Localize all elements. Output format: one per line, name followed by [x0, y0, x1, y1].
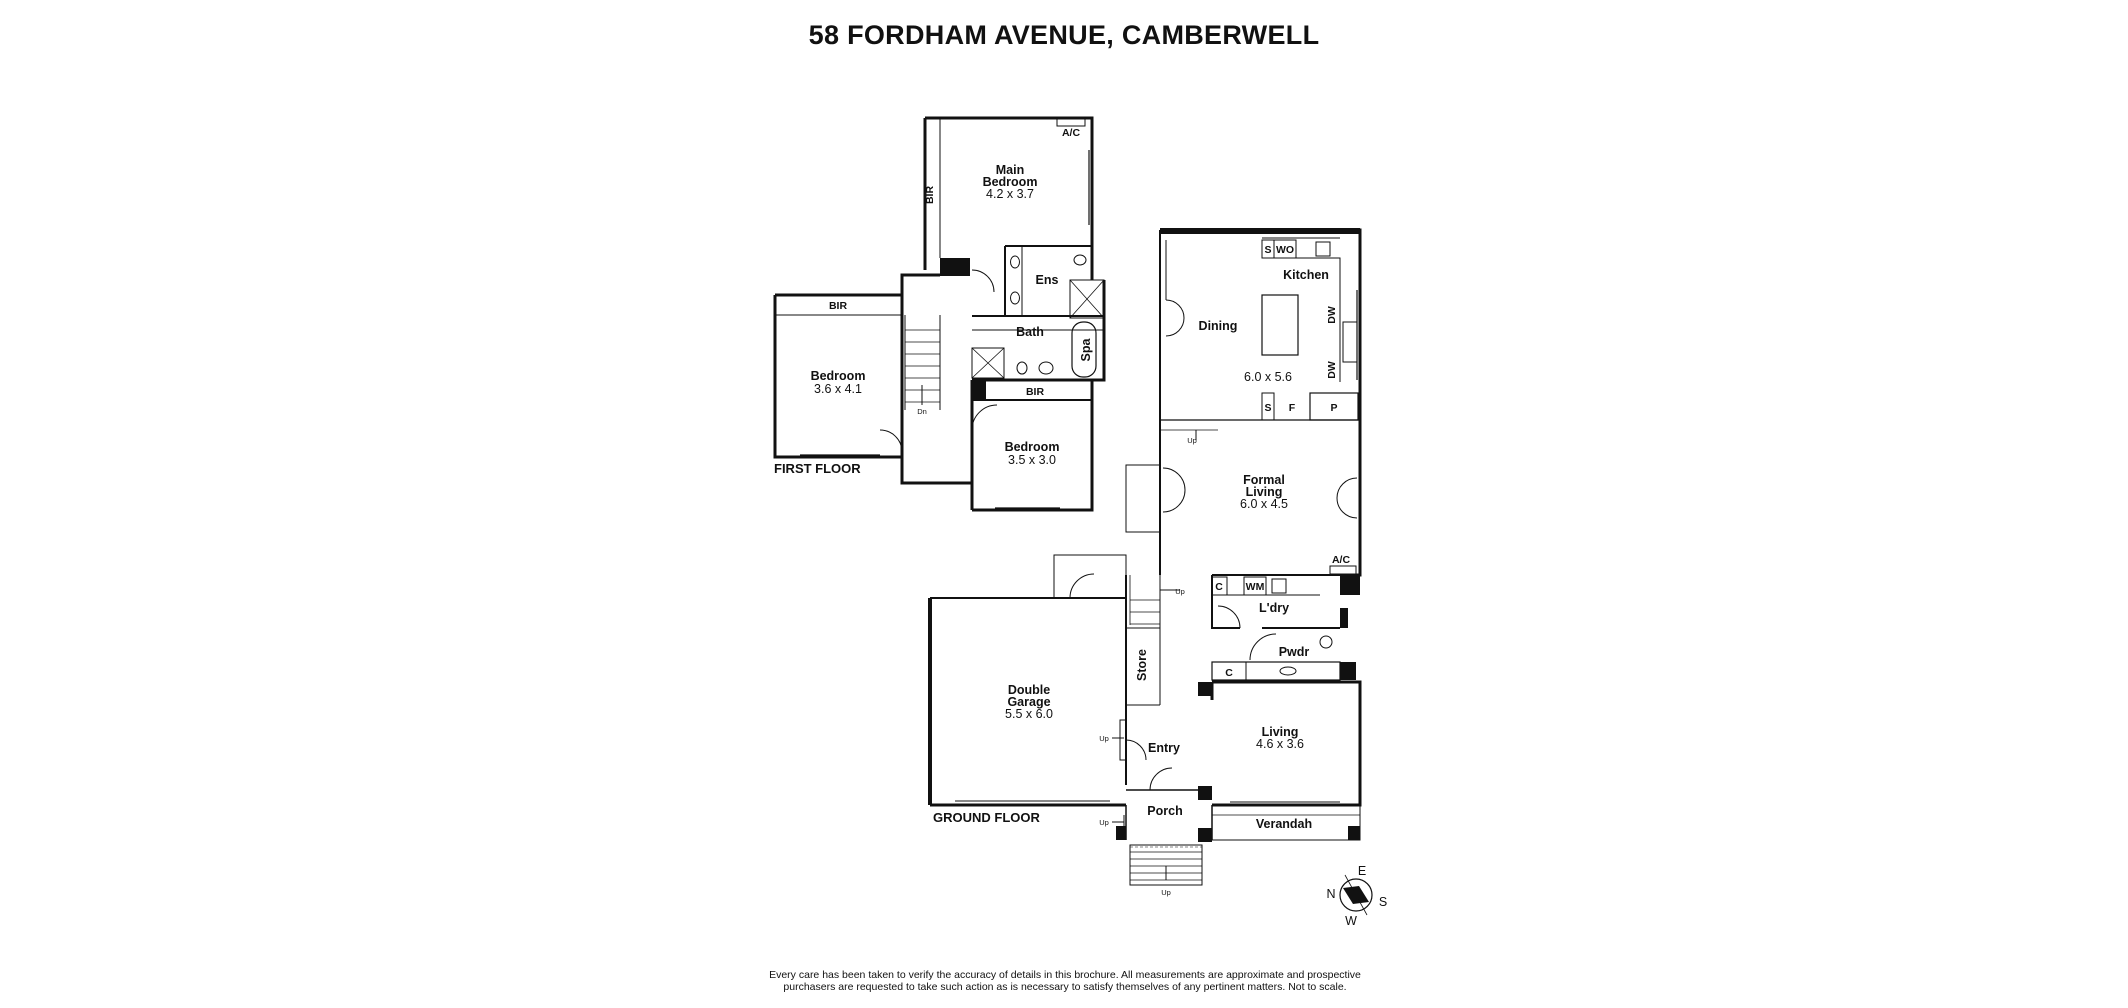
- kitchen-label: Kitchen: [1283, 268, 1329, 282]
- dw-label-2: DW: [1326, 361, 1338, 379]
- up-label-entry: Up: [1099, 734, 1109, 743]
- living-label: Living: [1262, 725, 1299, 739]
- compass: E N S W: [1326, 864, 1387, 928]
- ac-label: A/C: [1062, 127, 1081, 139]
- c-label-laundry: C: [1215, 581, 1223, 593]
- wall-block: [1198, 828, 1212, 842]
- wall-block: [1116, 826, 1126, 840]
- bedroom-right-label: Bedroom: [1005, 440, 1060, 454]
- ac-label-ground: A/C: [1332, 554, 1351, 566]
- dining-label: Dining: [1199, 319, 1238, 333]
- f-label: F: [1289, 402, 1296, 414]
- up-label-dining: Up: [1187, 436, 1197, 445]
- verandah-label: Verandah: [1256, 817, 1312, 831]
- up-label-steps: Up: [1161, 888, 1171, 897]
- formal-living-size: 6.0 x 4.5: [1240, 497, 1288, 511]
- disclaimer-line-2: purchasers are requested to take such ac…: [783, 981, 1347, 993]
- compass-e: E: [1358, 864, 1366, 878]
- entry-label: Entry: [1148, 741, 1180, 755]
- formal-living-label: Formal: [1243, 473, 1285, 487]
- wall-block: [1160, 228, 1360, 234]
- bir-label-left: BIR: [829, 300, 848, 312]
- s-label-2: S: [1264, 402, 1271, 414]
- first-floor-label: FIRST FLOOR: [774, 461, 861, 476]
- compass-n: N: [1326, 887, 1335, 901]
- ground-floor-label: GROUND FLOOR: [933, 810, 1040, 825]
- dn-label: Dn: [917, 407, 927, 416]
- bir-label-main: BIR: [924, 186, 936, 205]
- disclaimer-line-1: Every care has been taken to verify the …: [769, 969, 1361, 981]
- disclaimer: Every care has been taken to verify the …: [600, 969, 1530, 993]
- dining-size: 6.0 x 5.6: [1244, 370, 1292, 384]
- up-label-stair: Up: [1175, 587, 1185, 596]
- bedroom-right-size: 3.5 x 3.0: [1008, 453, 1056, 467]
- store-label: Store: [1135, 649, 1149, 681]
- wo-label: WO: [1276, 244, 1294, 256]
- garage-label: Double: [1008, 683, 1050, 697]
- wall-block: [1348, 826, 1360, 840]
- wall-block: [1340, 662, 1356, 680]
- main-bedroom-size: 4.2 x 3.7: [986, 187, 1034, 201]
- garage-label-2: Garage: [1007, 695, 1050, 709]
- wm-label: WM: [1246, 581, 1265, 593]
- wall-block: [972, 380, 986, 400]
- powder-label: Pwdr: [1279, 645, 1310, 659]
- compass-w: W: [1345, 914, 1357, 928]
- dw-label-1: DW: [1326, 306, 1338, 324]
- laundry-label: L'dry: [1259, 601, 1289, 615]
- bedroom-left-label: Bedroom: [811, 369, 866, 383]
- formal-living-label-2: Living: [1246, 485, 1283, 499]
- wall-block: [1340, 575, 1360, 595]
- wall-block: [1340, 608, 1348, 628]
- porch-label: Porch: [1147, 804, 1182, 818]
- wall-block: [1198, 682, 1212, 696]
- living-size: 4.6 x 3.6: [1256, 737, 1304, 751]
- main-bedroom-label: Main: [996, 163, 1024, 177]
- bedroom-left-size: 3.6 x 4.1: [814, 382, 862, 396]
- first-floor-plan: [773, 116, 1106, 512]
- wall-block: [940, 258, 970, 276]
- bir-label-right: BIR: [1026, 386, 1045, 398]
- c-label-powder: C: [1225, 667, 1233, 679]
- ens-label: Ens: [1036, 273, 1059, 287]
- up-label-porch-side: Up: [1099, 818, 1109, 827]
- plan-title: 58 FORDHAM AVENUE, CAMBERWELL: [808, 20, 1320, 50]
- compass-s: S: [1379, 895, 1387, 909]
- spa-label: Spa: [1079, 337, 1093, 361]
- main-bedroom-label-2: Bedroom: [983, 175, 1038, 189]
- garage-size: 5.5 x 6.0: [1005, 707, 1053, 721]
- s-label: S: [1264, 244, 1271, 256]
- p-label: P: [1330, 402, 1337, 414]
- wall-block: [1198, 786, 1212, 800]
- bath-label: Bath: [1016, 325, 1044, 339]
- ground-floor-plan: [928, 228, 1362, 886]
